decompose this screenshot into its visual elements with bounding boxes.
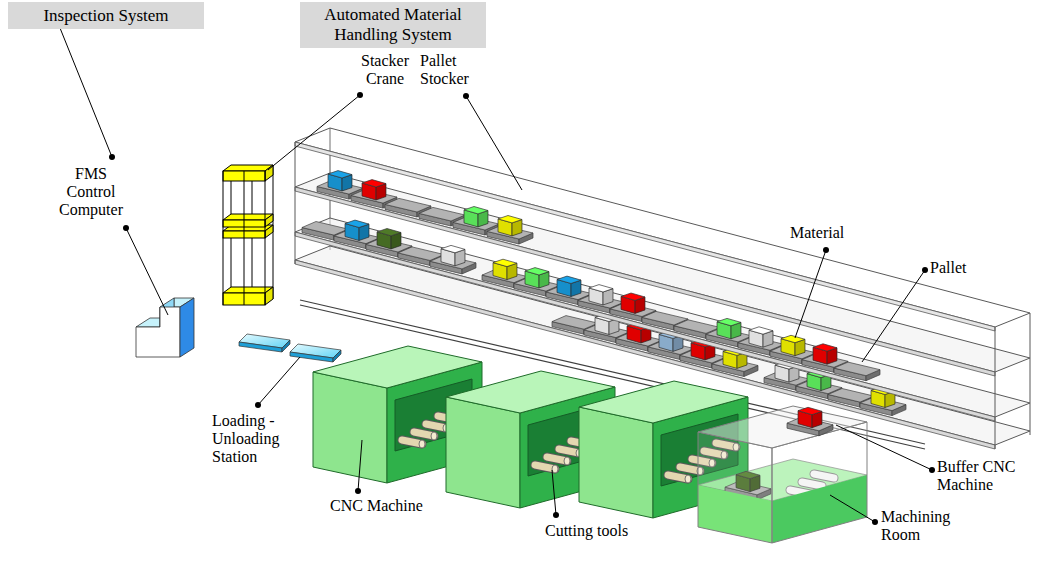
part-label: Buffer CNC Machine	[937, 458, 1029, 494]
material-cube	[525, 268, 549, 288]
station-side	[282, 340, 290, 352]
material-cube	[798, 407, 822, 427]
material-cube	[493, 259, 517, 279]
leader-line	[795, 250, 826, 338]
material-cube	[498, 216, 522, 236]
computer-front	[136, 307, 180, 357]
rack-top	[295, 128, 1030, 327]
part-label: Cutting tools	[545, 522, 628, 540]
crane-frame	[244, 171, 245, 305]
leader-line	[862, 270, 925, 362]
crane-frame	[223, 171, 224, 305]
material-cube	[464, 207, 488, 227]
leader-line	[258, 357, 300, 405]
part-label: Loading - Unloading Station	[212, 412, 292, 466]
leader-dot	[123, 225, 129, 231]
leader-dot	[823, 247, 829, 253]
part-label: Material	[790, 224, 844, 242]
part-label: FMS Control Computer	[50, 165, 132, 219]
leader-line	[830, 495, 875, 522]
leader-line	[552, 470, 556, 515]
material-cube	[377, 229, 401, 249]
rack-post	[295, 142, 296, 264]
leader-line	[126, 228, 168, 315]
rack-post	[1030, 313, 1031, 435]
station-side	[239, 342, 282, 352]
leader-dot	[929, 467, 935, 473]
leader-line	[466, 96, 522, 190]
material-cube	[328, 171, 352, 191]
rack-shelf	[295, 173, 1030, 372]
leader-dot	[553, 512, 559, 518]
leader-line	[836, 425, 932, 470]
material-cube	[441, 245, 465, 265]
pallet	[834, 362, 880, 381]
leader-lines	[60, 28, 932, 522]
buffer-machine	[698, 406, 867, 543]
material-cube	[621, 293, 645, 313]
leader-dot	[357, 92, 363, 98]
control-computer	[136, 298, 194, 357]
room-wall	[698, 432, 772, 543]
computer-side	[180, 298, 194, 357]
leader-line	[358, 440, 362, 491]
material-cube	[781, 335, 805, 355]
leader-dots	[109, 92, 935, 525]
material-cube	[557, 276, 581, 296]
box-text: Automated Material Handling System	[308, 5, 478, 45]
stacker-crane	[223, 165, 273, 305]
part-label: Pallet	[930, 259, 966, 277]
rack-post	[995, 327, 996, 449]
leader-dot	[355, 488, 361, 494]
leader-dot	[922, 267, 928, 273]
leader-dot	[463, 93, 469, 99]
material-cube	[589, 285, 613, 305]
shelf-edge	[295, 142, 995, 331]
crane-frame	[265, 171, 266, 305]
material-cube	[749, 327, 773, 347]
crane-slab	[265, 287, 273, 305]
leader-line	[60, 28, 112, 157]
heading-box: Inspection System	[8, 2, 204, 29]
heading-box: Automated Material Handling System	[300, 2, 486, 48]
leader-dot	[872, 519, 878, 525]
loading-station	[239, 334, 341, 362]
part-label: Machining Room	[881, 508, 961, 544]
crane-slab	[265, 225, 273, 238]
box-text: Inspection System	[43, 6, 168, 26]
material-cube	[717, 318, 741, 338]
part-label: Stacker Crane	[350, 52, 420, 88]
part-label: Pallet Stocker	[420, 52, 490, 88]
crane-slab	[265, 214, 273, 227]
room-top	[698, 406, 867, 448]
leader-line	[268, 95, 360, 170]
material-cube	[813, 344, 837, 364]
material-cube	[362, 180, 386, 200]
station-side	[333, 350, 341, 362]
leader-dot	[109, 154, 115, 160]
material-cube	[345, 220, 369, 240]
leader-dot	[255, 402, 261, 408]
part-label: CNC Machine	[330, 497, 423, 515]
